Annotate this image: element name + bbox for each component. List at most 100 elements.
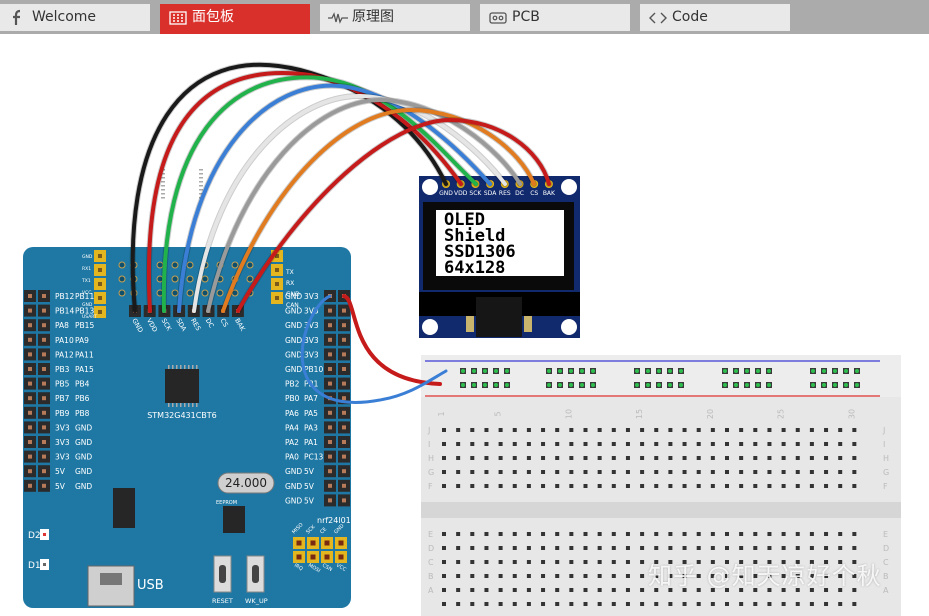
rail-hole-green (547, 383, 551, 387)
breadboard-hole (583, 484, 588, 488)
breadboard-hole (809, 442, 814, 446)
column-number: 20 (706, 409, 715, 419)
chip-leg (180, 365, 182, 369)
breadboard-hole (852, 532, 857, 536)
rail-hole-green (461, 369, 465, 373)
pin-label: PB3 (55, 365, 70, 374)
rail-hole-green (547, 369, 551, 373)
sda-wire[interactable] (177, 83, 492, 313)
oled-pin-label: GND (439, 190, 453, 197)
breadboard-hole (682, 484, 687, 488)
usart-label: RX1 (82, 266, 91, 272)
breadboard-hole (795, 428, 800, 432)
rail-hole-green (472, 383, 476, 387)
header-pin-pad (42, 337, 46, 342)
breadboard-hole (767, 442, 772, 446)
breadboard-hole (809, 484, 814, 488)
rail-hole-green (505, 369, 509, 373)
rail-hole-green (833, 369, 837, 373)
breadboard-hole (498, 484, 503, 488)
rail-hole-green (668, 383, 672, 387)
vdd-wire[interactable] (147, 71, 463, 313)
row-letter: F (428, 482, 433, 491)
breadboard-hole (498, 442, 503, 446)
breadboard-hole (852, 456, 857, 460)
tab-label: Welcome (32, 9, 97, 25)
chip-leg (161, 185, 165, 187)
tab-code[interactable]: Code (640, 4, 790, 31)
breadboard-hole (852, 470, 857, 474)
breadboard-hole (442, 456, 446, 460)
mount-hole (561, 319, 577, 335)
breadboard-hole (739, 588, 744, 592)
breadboard-hole (498, 456, 503, 460)
breadboard-hole (583, 546, 588, 550)
breadboard-hole (795, 588, 800, 592)
column-number: 30 (847, 409, 856, 419)
tab-welcome[interactable]: Welcome (0, 4, 150, 31)
tab-schematic[interactable]: 原理图 (320, 4, 470, 31)
board-via (118, 261, 126, 269)
usart-pin-pad (98, 254, 102, 258)
pin-label: GND (285, 336, 302, 345)
breadboard-hole (668, 428, 673, 432)
rail-hole-green (461, 383, 465, 387)
breadboard-hole (725, 602, 729, 606)
header-pin-pad (342, 381, 346, 386)
row-letter: H (428, 454, 434, 463)
breadboard-hole (569, 588, 574, 592)
breadboard-hole (838, 588, 843, 592)
breadboard-hole (838, 560, 843, 564)
breadboard-hole (809, 602, 814, 606)
ground-wire[interactable] (300, 294, 448, 404)
breadboard-hole (512, 532, 517, 536)
power-wire[interactable] (342, 294, 442, 386)
breadboard-hole (625, 442, 630, 446)
pin-label: PA5 (304, 409, 318, 418)
dc-wire[interactable] (206, 97, 522, 313)
oled-pin-label: RES (499, 190, 511, 197)
res-wire[interactable] (192, 93, 507, 313)
bak-wire[interactable] (236, 117, 551, 313)
tab-pcb[interactable]: PCB (480, 4, 630, 31)
breadboard-hole (696, 442, 701, 446)
tab-breadboard[interactable]: 面包板 (160, 4, 310, 34)
rail-hole-green (855, 369, 859, 373)
breadboard-hole (640, 532, 645, 536)
header-pin-pad (42, 352, 46, 357)
board-via (118, 289, 126, 297)
breadboard-hole (526, 442, 531, 446)
breadboard-hole (512, 588, 517, 592)
breadboard-hole (555, 456, 560, 460)
header-pin-pad (328, 323, 332, 328)
pin-label: GND (285, 365, 302, 374)
breadboard-hole (824, 532, 829, 536)
breadboard-hole (526, 470, 531, 474)
pin-label: 5V (55, 467, 66, 476)
breadboard-hole (795, 574, 800, 578)
rail-hole-green (657, 369, 661, 373)
pin-label: PA8 (55, 321, 69, 330)
row-letter: G (883, 468, 889, 477)
sck-wire[interactable] (161, 75, 478, 313)
rail-hole-green (822, 369, 826, 373)
jumper-wires[interactable] (129, 61, 552, 404)
breadboard-hole (767, 560, 772, 564)
rail-hole-green (635, 369, 639, 373)
breadboard-hole (583, 428, 588, 432)
breadboard-hole (555, 442, 560, 446)
chip-leg (176, 365, 178, 369)
header-pin-pad (28, 294, 32, 298)
usb-port (100, 573, 122, 585)
breadboard-hole (682, 588, 687, 592)
breadboard-hole (767, 484, 772, 488)
chip-leg (161, 193, 165, 195)
cs-wire[interactable] (221, 107, 536, 313)
breadboard-hole (668, 560, 673, 564)
breadboard-hole (640, 546, 645, 550)
gnd-wire[interactable] (130, 62, 448, 313)
